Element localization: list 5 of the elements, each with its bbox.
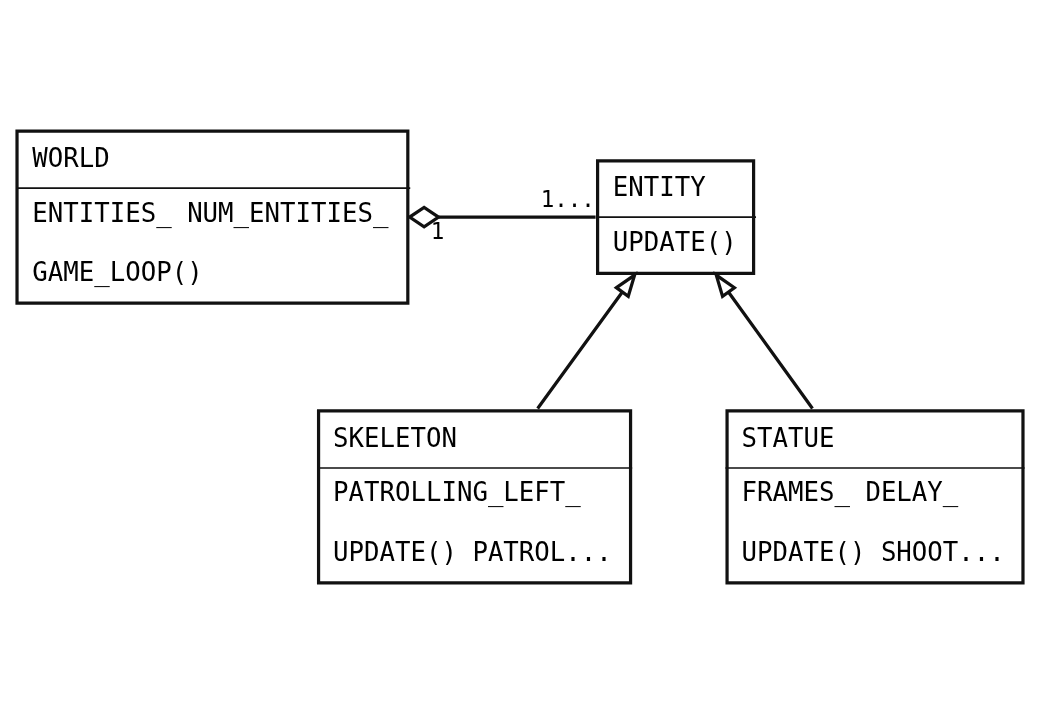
label: 1 xyxy=(430,217,445,244)
arrow xyxy=(536,270,638,409)
connector xyxy=(406,205,596,229)
arrow xyxy=(713,270,814,409)
label: 1... xyxy=(540,185,595,212)
